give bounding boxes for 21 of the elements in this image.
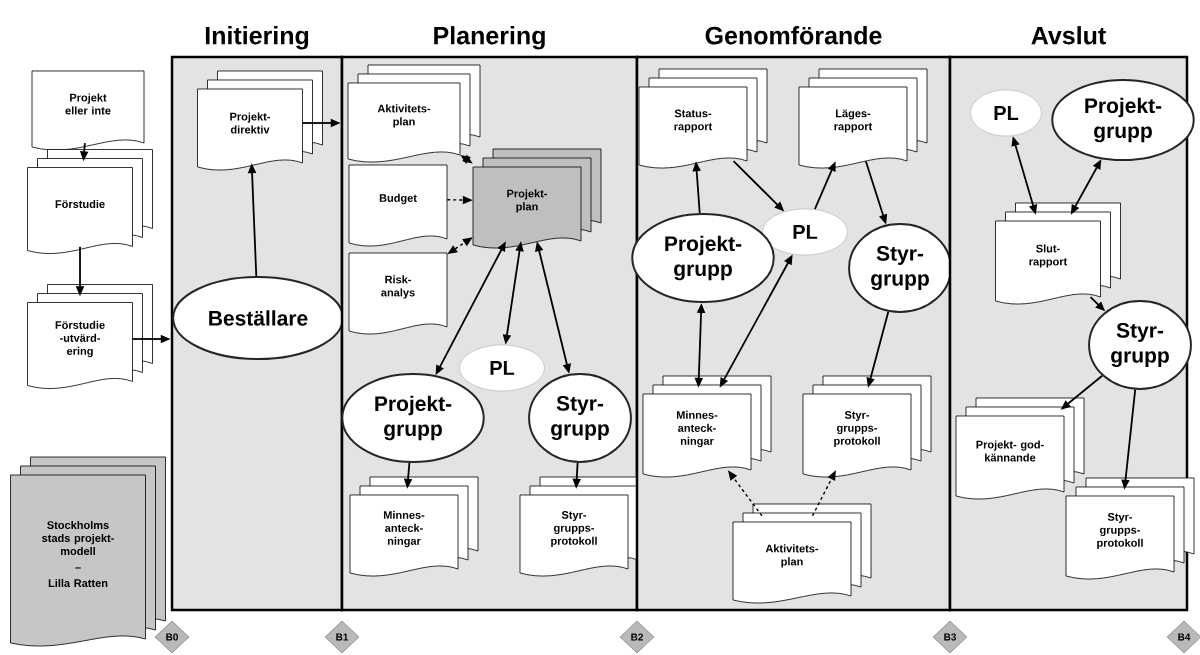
document-stack: Aktivitets- plan (732, 503, 872, 604)
document-stack: Projekt- direktiv (197, 70, 323, 171)
document-stack: Minnes- anteck- ningar (349, 476, 479, 577)
document-stack: Projekt- god- kännande (955, 397, 1085, 500)
document-stack: Läges- rapport (798, 68, 928, 169)
document-stack: Styr- grupps- protokoll (802, 375, 932, 478)
document-stack: Förstudie -utvärd- ering (27, 284, 153, 389)
node-label: Genomförande (705, 26, 882, 45)
document-stack: Slut- rapport (995, 202, 1121, 305)
document-stack: Stockholms stads projekt- modell – Lilla Ratten (10, 456, 166, 647)
node-label: Avslut (1031, 26, 1106, 45)
node-label: Planering (434, 26, 545, 50)
document-stack: Status- rapport (638, 68, 768, 169)
document-stack: Minnes- anteck- ningar (642, 375, 772, 478)
node-label: Projekt- grupp (1085, 97, 1162, 143)
document-stack: Styr- grupps- protokoll (1065, 477, 1195, 580)
node-label: Initiering (205, 26, 309, 50)
document-stack: Aktivitets- plan (347, 64, 481, 163)
document-stack: Förstudie (27, 149, 153, 254)
document-stack: Projekt- plan (472, 148, 602, 249)
node-label: Styr- grupp (1111, 322, 1169, 368)
